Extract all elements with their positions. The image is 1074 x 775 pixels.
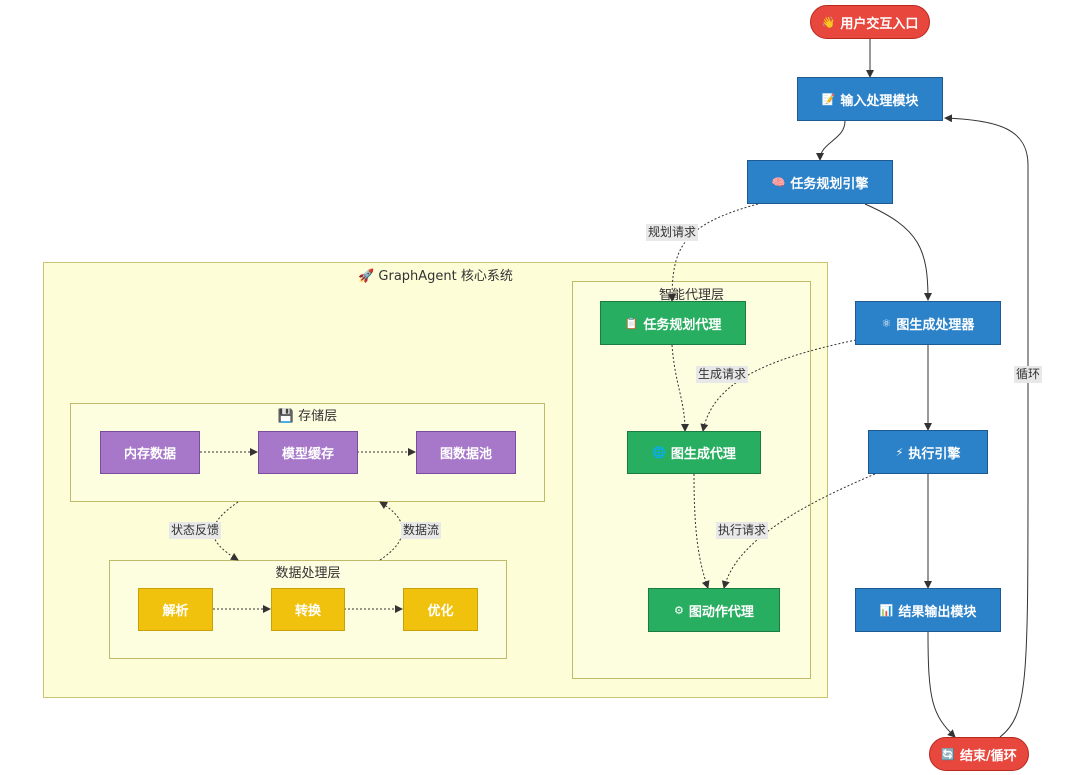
edge-label-gen-request: 生成请求 <box>696 366 749 383</box>
edge-label-state-feedback: 状态反馈 <box>169 522 222 539</box>
gear-icon: ⚙ <box>674 603 684 617</box>
edge-label-loop: 循环 <box>1014 366 1043 383</box>
clipboard-icon: 📋 <box>624 316 639 330</box>
loop-arrows-icon: 🔄 <box>941 747 955 761</box>
model-cache-node[interactable]: 模型缓存 <box>258 431 358 474</box>
task-planner-node[interactable]: 🧠 任务规划引擎 <box>747 160 893 204</box>
convert-node[interactable]: 转换 <box>271 588 345 631</box>
edge-graph-agent-to-action-agent <box>693 473 710 589</box>
edge-label-data-flow: 数据流 <box>401 522 442 539</box>
brain-icon: 🧠 <box>771 175 786 189</box>
edge-planner-to-task-agent <box>668 203 759 302</box>
end-loop-node[interactable]: 🔄 结束/循环 <box>929 737 1029 771</box>
exec-engine-node[interactable]: ⚡ 执行引擎 <box>868 430 988 474</box>
globe-icon: 🌐 <box>652 446 666 459</box>
core-system-title: 🚀 GraphAgent 核心系统 <box>358 269 513 284</box>
result-output-node[interactable]: 📊 结果输出模块 <box>855 588 1001 632</box>
edge-output-to-end <box>927 631 956 738</box>
user-entry-node[interactable]: 👋 用户交互入口 <box>810 5 930 39</box>
lightning-icon: ⚡ <box>895 445 904 459</box>
edge-planner-to-graphproc <box>864 203 932 301</box>
edge-graphproc-to-graph-agent <box>700 339 857 432</box>
graph-processor-node[interactable]: ⚛ 图生成处理器 <box>855 301 1001 345</box>
graph-pool-node[interactable]: 图数据池 <box>416 431 516 474</box>
edge-task-agent-to-graph-agent <box>671 344 689 432</box>
bar-chart-icon: 📊 <box>879 603 894 617</box>
edge-label-exec-request: 执行请求 <box>716 522 769 539</box>
input-module-node[interactable]: 📝 输入处理模块 <box>797 77 943 121</box>
action-agent-node[interactable]: ⚙ 图动作代理 <box>648 588 780 632</box>
edge-label-plan-request: 规划请求 <box>646 224 699 241</box>
storage-layer-title: 💾 存储层 <box>277 409 338 424</box>
task-agent-node[interactable]: 📋 任务规划代理 <box>600 301 746 345</box>
optimize-node[interactable]: 优化 <box>403 588 478 631</box>
mem-data-node[interactable]: 内存数据 <box>100 431 200 474</box>
memo-icon: 📝 <box>821 92 836 106</box>
edge-end-loop-to-input <box>944 114 1029 738</box>
graph-agent-node[interactable]: 🌐 图生成代理 <box>627 431 761 474</box>
floppy-disk-icon: 💾 <box>277 409 295 424</box>
atom-icon: ⚛ <box>881 316 892 330</box>
rocket-icon: 🚀 <box>358 269 375 284</box>
parse-node[interactable]: 解析 <box>138 588 213 631</box>
edge-input-to-planner <box>816 120 846 161</box>
waving-hand-icon: 👋 <box>821 15 836 29</box>
edge-processing-to-storage <box>379 501 403 561</box>
data-processing-layer-title: 数据处理层 <box>275 566 341 581</box>
edge-exec-to-action-agent <box>721 473 876 589</box>
